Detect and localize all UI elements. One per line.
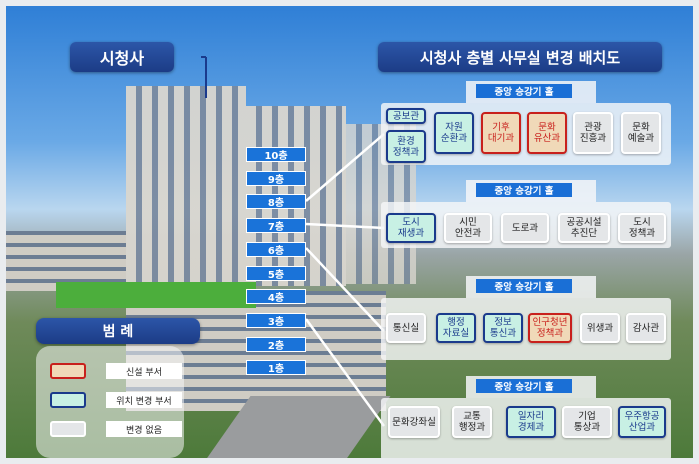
office-box: 시민 안전과 xyxy=(444,213,492,243)
office-box: 감사관 xyxy=(626,313,666,343)
office-box: 문화 유산과 xyxy=(527,112,567,154)
connector-7f xyxy=(305,222,385,230)
floor-panel xyxy=(381,298,671,360)
office-box: 정보 통신과 xyxy=(483,313,523,343)
floor-label: 1층 xyxy=(246,360,306,376)
office-box: 문화 예술과 xyxy=(621,112,661,154)
legend-title: 범 례 xyxy=(36,318,200,344)
office-box: 통신실 xyxy=(386,313,426,343)
elevator-hall-label: 중앙 승강기 홀 xyxy=(476,279,572,293)
office-box: 공공시설 추진단 xyxy=(558,213,610,243)
legend-label-same: 변경 없음 xyxy=(106,421,182,437)
roof-lawn xyxy=(56,282,256,308)
floor-label: 2층 xyxy=(246,336,306,352)
office-box: 도시 재생과 xyxy=(386,213,436,243)
connector-6f xyxy=(305,247,385,332)
city-hall-tower xyxy=(126,86,246,286)
office-box: 자원 순환과 xyxy=(434,112,474,154)
floor-label: 8층 xyxy=(246,194,306,210)
office-box: 기업 통상과 xyxy=(562,406,612,438)
legend-swatch-new xyxy=(50,363,86,379)
elevator-hall-label: 중앙 승강기 홀 xyxy=(476,379,572,393)
floor-label: 9층 xyxy=(246,170,306,186)
office-box: 교통 행정과 xyxy=(452,406,492,438)
office-box: 위생과 xyxy=(580,313,620,343)
legend-label-new: 신설 부서 xyxy=(106,363,182,379)
legend-swatch-moved xyxy=(50,392,86,408)
office-box: 관광 진흥과 xyxy=(573,112,613,154)
office-box: 문화강좌실 xyxy=(388,406,440,438)
floor-label: 7층 xyxy=(246,218,306,234)
office-box: 기후 대기과 xyxy=(481,112,521,154)
floor-label: 6층 xyxy=(246,241,306,257)
elevator-hall-label: 중앙 승강기 홀 xyxy=(476,84,572,98)
office-box: 인구청년 정책과 xyxy=(528,313,572,343)
connector-3f xyxy=(304,318,386,427)
background-buildings xyxy=(6,231,126,291)
connector-8f xyxy=(305,133,385,202)
office-box: 일자리 경제과 xyxy=(506,406,556,438)
office-box: 행정 자료실 xyxy=(436,313,476,343)
legend: 신설 부서 위치 변경 부서 변경 없음 xyxy=(36,346,184,458)
office-box: 도로과 xyxy=(501,213,549,243)
map-title: 시청사 층별 사무실 변경 배치도 xyxy=(378,42,662,72)
building-title: 시청사 xyxy=(70,42,174,72)
legend-swatch-same xyxy=(50,421,86,437)
office-box: 공보관 xyxy=(386,108,426,124)
floor-label: 3층 xyxy=(246,312,306,328)
floor-label: 5층 xyxy=(246,265,306,281)
connector-lines xyxy=(201,56,386,427)
office-box: 환경 정책과 xyxy=(386,130,426,163)
floor-label: 10층 xyxy=(246,147,306,162)
office-box: 도시 정책과 xyxy=(618,213,666,243)
legend-label-moved: 위치 변경 부서 xyxy=(106,392,182,408)
office-box: 우주항공 산업과 xyxy=(618,406,666,438)
elevator-hall-label: 중앙 승강기 홀 xyxy=(476,183,572,197)
floor-label: 4층 xyxy=(246,289,306,305)
